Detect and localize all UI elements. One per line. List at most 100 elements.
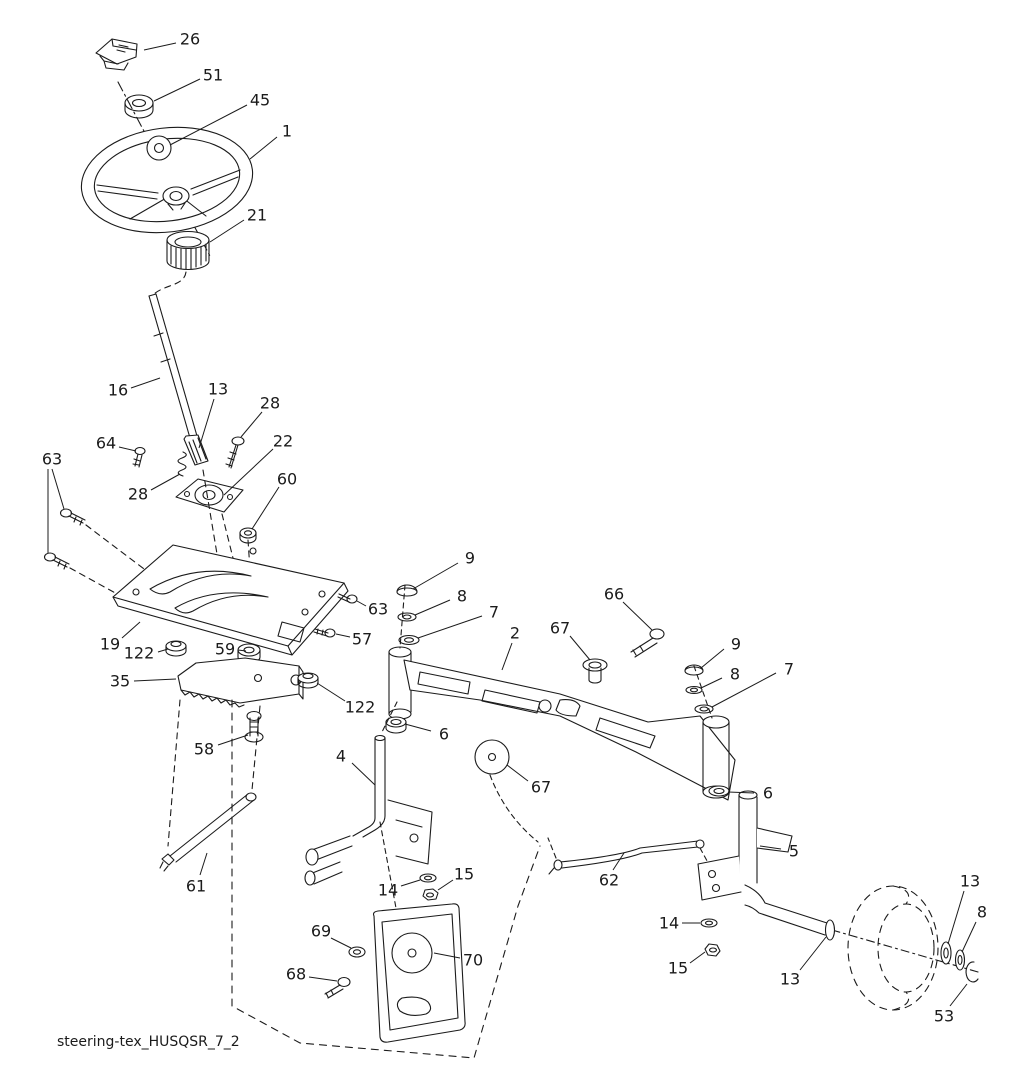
leader-line-63 [356,600,367,607]
part-13b-drawing [940,941,952,965]
leader-line-28 [150,473,181,491]
part-122b-drawing [297,672,319,689]
leader-line-7 [711,672,777,708]
frame-ghost-dashed [231,699,541,1059]
leader-line-21 [209,219,245,243]
leader-line-9 [700,648,725,669]
part-58-drawing [244,710,264,743]
part-label-22: 22 [273,432,293,451]
part-13a-drawing [824,919,836,941]
leader-line-63 [51,468,65,510]
part-14a-drawing [419,873,437,883]
part-7b-drawing [694,704,714,714]
leader-line-53 [949,983,968,1007]
part-5-drawing [697,790,828,936]
part-label-57: 57 [352,630,372,649]
part-53-drawing [965,961,979,983]
part-22-drawing [175,478,244,513]
stack-left-dashed [399,584,406,649]
leader-line-1 [249,136,278,160]
part-label-14: 14 [659,914,679,933]
part-label-59: 59 [215,640,235,659]
part-label-58: 58 [194,740,214,759]
part-label-13: 13 [780,970,800,989]
part-label-63: 63 [368,600,388,619]
part-7a-drawing [398,634,420,646]
part-label-63: 63 [42,450,62,469]
wheel-ghost-drawing [847,885,939,1011]
leader-line-60 [251,486,280,530]
leader-line-45 [169,104,248,146]
part-68-drawing [324,976,351,999]
leader-line-51 [153,78,201,102]
part-26-drawing [95,38,138,71]
part-label-35: 35 [110,672,130,691]
part-label-8: 8 [457,587,467,606]
part-122a-drawing [165,640,187,657]
part-6b-drawing [708,785,730,797]
leader-line-68 [308,976,338,982]
part-label-9: 9 [731,635,741,654]
diagram-code: steering-tex_HUSQSR_7_2 [57,1034,240,1050]
part-60-drawing [239,527,257,544]
leader-line-28 [240,411,263,438]
leader-line-64 [118,446,137,452]
part-label-14: 14 [378,881,398,900]
part-16-shaft-drawing [148,293,209,466]
leader-line-14 [400,879,421,887]
leader-line-35 [133,678,177,682]
part-15a-drawing [422,888,439,901]
part-label-7: 7 [489,603,499,622]
part-label-8: 8 [977,903,987,922]
part-label-122: 122 [345,698,376,717]
arm-bracket-dashed [379,701,398,909]
part-label-67: 67 [531,778,551,797]
part-label-13: 13 [208,380,228,399]
part-label-64: 64 [96,434,116,453]
part-63b-drawing [337,593,358,604]
part-70-drawing [372,903,466,1043]
part-label-15: 15 [668,959,688,978]
leader-line-66 [622,601,653,631]
part-67a-drawing [582,658,608,684]
part-21-drawing [166,230,210,271]
leader-line-8 [700,677,723,689]
part-label-8: 8 [730,665,740,684]
part-label-53: 53 [934,1007,954,1026]
disc-dashed [489,774,539,843]
leader-line-8 [414,599,451,616]
part-label-1: 1 [282,122,292,141]
part-13-spring-drawing [177,451,187,477]
leader-line-2 [501,642,513,671]
leader-line-5 [759,845,782,850]
leader-line-6 [404,723,432,732]
part-label-15: 15 [454,865,474,884]
part-4-drawing [304,734,433,886]
part-label-28: 28 [128,485,148,504]
part-8a-drawing [397,612,417,622]
part-19-console-drawing [112,544,349,656]
leader-line-58 [217,734,249,746]
part-label-6: 6 [439,725,449,744]
diagram-artwork [43,38,979,1059]
part-label-60: 60 [277,470,297,489]
leader-line-9 [412,562,459,590]
leader-line-8 [961,921,977,953]
part-label-2: 2 [510,624,520,643]
leader-line-61 [199,852,208,876]
part-62-drawing [548,839,705,875]
part-label-5: 5 [789,842,799,861]
part-label-21: 21 [247,206,267,225]
part-28a-drawing [225,436,245,469]
leader-line-57 [335,633,351,638]
part-35-sector-gear-drawing [177,657,304,708]
part-label-122: 122 [124,644,155,663]
part-67b-drawing [474,739,510,775]
leader-line-15 [689,951,706,964]
leader-line-6 [727,791,755,794]
part-label-62: 62 [599,871,619,890]
part-label-28: 28 [260,394,280,413]
part-14b-drawing [700,918,718,928]
part-63a-drawing [43,508,86,570]
